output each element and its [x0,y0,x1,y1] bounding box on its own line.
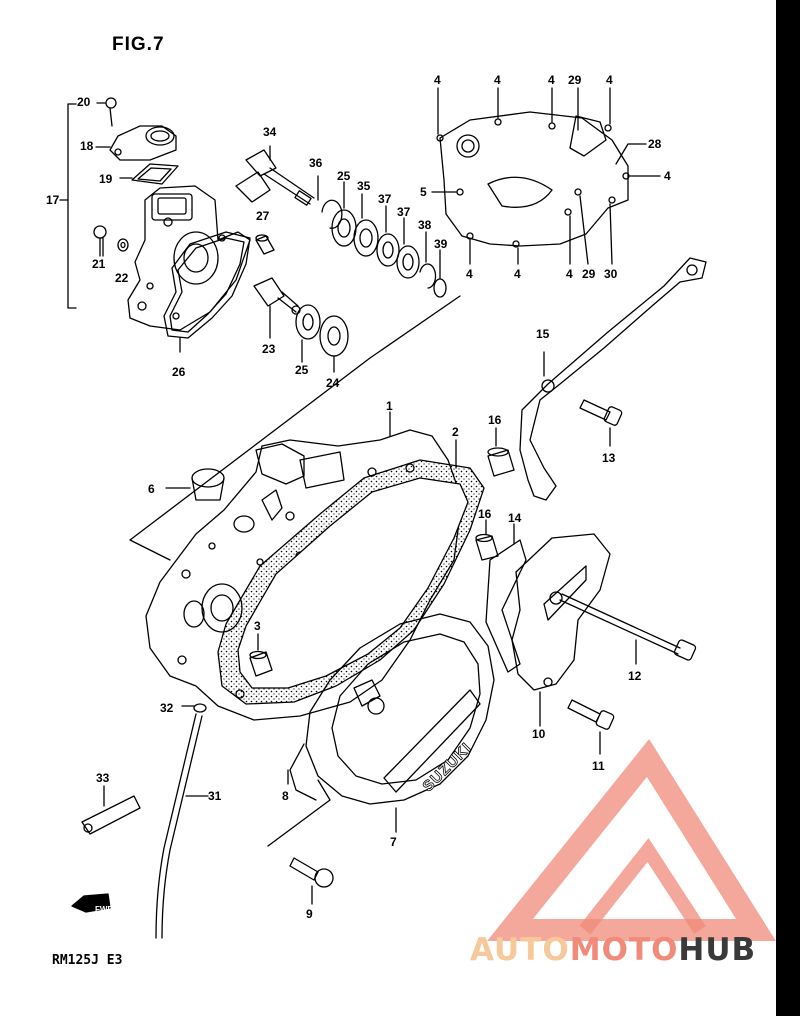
callout-9: 9 [306,907,313,921]
callout-34: 34 [263,125,277,139]
callout-4-g: 4 [514,267,521,281]
part-18-water-outlet [95,125,177,161]
bearing-stack-lower [295,304,349,373]
callout-4-h: 4 [566,267,573,281]
callout-26: 26 [172,365,186,379]
callout-18: 18 [80,139,94,153]
callout-19: 19 [99,172,113,186]
callout-4-c: 4 [548,73,555,87]
part-14-gasket [485,523,527,673]
parts-diagram-page: FIG.7 RM125J E3 [0,0,776,1016]
callout-4-a: 4 [434,73,441,87]
inner-clutch-cover [436,111,630,248]
callout-4-f: 4 [466,267,473,281]
part-20-bolt [96,97,117,127]
part-8-gasket [287,743,317,801]
part-2-gasket [217,439,485,705]
part-23-impeller [253,277,301,339]
part-13-bolt [579,399,623,447]
water-pump-housing [127,185,251,331]
callout-37-a: 37 [378,192,392,206]
callout-36: 36 [309,156,323,170]
model-code: RM125J E3 [52,953,123,968]
callout-22: 22 [115,271,129,285]
watermark-logo [487,739,776,941]
callout-39: 39 [434,237,448,251]
callout-2: 2 [452,425,459,439]
watermark-text: AUTOMOTOHUB [470,932,756,968]
part-15-brake-pedal [519,257,707,501]
callout-16-upper: 16 [488,413,502,427]
callout-4-d: 4 [606,73,613,87]
callout-25-upper: 25 [337,169,351,183]
callout-38: 38 [418,218,432,232]
callout-13: 13 [602,451,616,465]
part-19-gasket [119,163,179,185]
part-22-washer [117,238,129,252]
part-31-breather-hose [155,713,209,939]
part-21-bolt [93,225,107,257]
part-11-bolt [567,699,615,755]
part-26-pump-gasket [163,231,251,353]
part-34-impeller [235,145,315,206]
callout-32: 32 [160,701,174,715]
callout-37-b: 37 [397,205,411,219]
part-12-long-bolt [559,593,697,665]
callout-11: 11 [592,759,605,773]
callout-4-e: 4 [664,169,671,183]
figure-title: FIG.7 [112,34,165,55]
callout-15: 15 [536,327,550,341]
part-7-clutch-cover [305,613,495,833]
exploded-view-drawing: FWD SUZUKI 20 18 19 17 21 22 26 34 36 25… [46,73,776,941]
part-10-sprocket-cover [511,533,611,727]
callout-10: 10 [532,727,546,741]
fwd-arrow-badge [71,893,111,913]
part-33-hose-guide [81,785,141,835]
part-27-dowel [255,234,275,255]
suzuki-emblem [383,689,481,793]
callout-30: 30 [604,267,618,281]
callout-33: 33 [96,771,110,785]
callout-3: 3 [254,619,261,633]
callout-8: 8 [282,789,289,803]
callout-20: 20 [77,95,91,109]
cover-brand-text: SUZUKI [419,739,475,795]
part-36-circlip [317,175,343,229]
callout-6: 6 [148,482,155,496]
callout-27: 27 [256,209,270,223]
fwd-label: FWD [95,905,113,914]
callout-35: 35 [357,179,371,193]
callout-24: 24 [326,376,340,390]
part-6-oil-plug [165,468,225,501]
part-9-bolt [267,779,334,905]
callout-14: 14 [508,511,522,525]
callout-5: 5 [420,185,427,199]
callout-7: 7 [390,835,397,849]
callout-labels: 20 18 19 17 21 22 26 34 36 25 35 37 37 3… [46,73,671,921]
callout-29-upper: 29 [568,73,582,87]
callout-16-lower: 16 [478,507,492,521]
callout-12: 12 [628,669,642,683]
callout-21: 21 [92,257,106,271]
part-32-clamp [181,703,207,713]
callout-23: 23 [262,342,276,356]
part-3-dowel [249,633,273,677]
cover-leaders [431,87,661,265]
part-16-dowel-lower [475,519,499,561]
callout-17: 17 [46,193,60,207]
callout-31: 31 [208,789,222,803]
callout-4-b: 4 [494,73,501,87]
callout-1: 1 [386,399,393,413]
part-16-dowel-upper [487,427,515,477]
callout-25-lower: 25 [295,363,309,377]
watermark-moto: MOTO [569,932,679,968]
callout-29-lower: 29 [582,267,596,281]
bracket-17 [59,103,77,309]
bearing-stack-upper [331,181,447,298]
watermark-auto: AUTO [470,932,570,968]
callout-28: 28 [648,137,662,151]
watermark-hub: HUB [678,932,757,968]
leader-24 [129,295,461,561]
